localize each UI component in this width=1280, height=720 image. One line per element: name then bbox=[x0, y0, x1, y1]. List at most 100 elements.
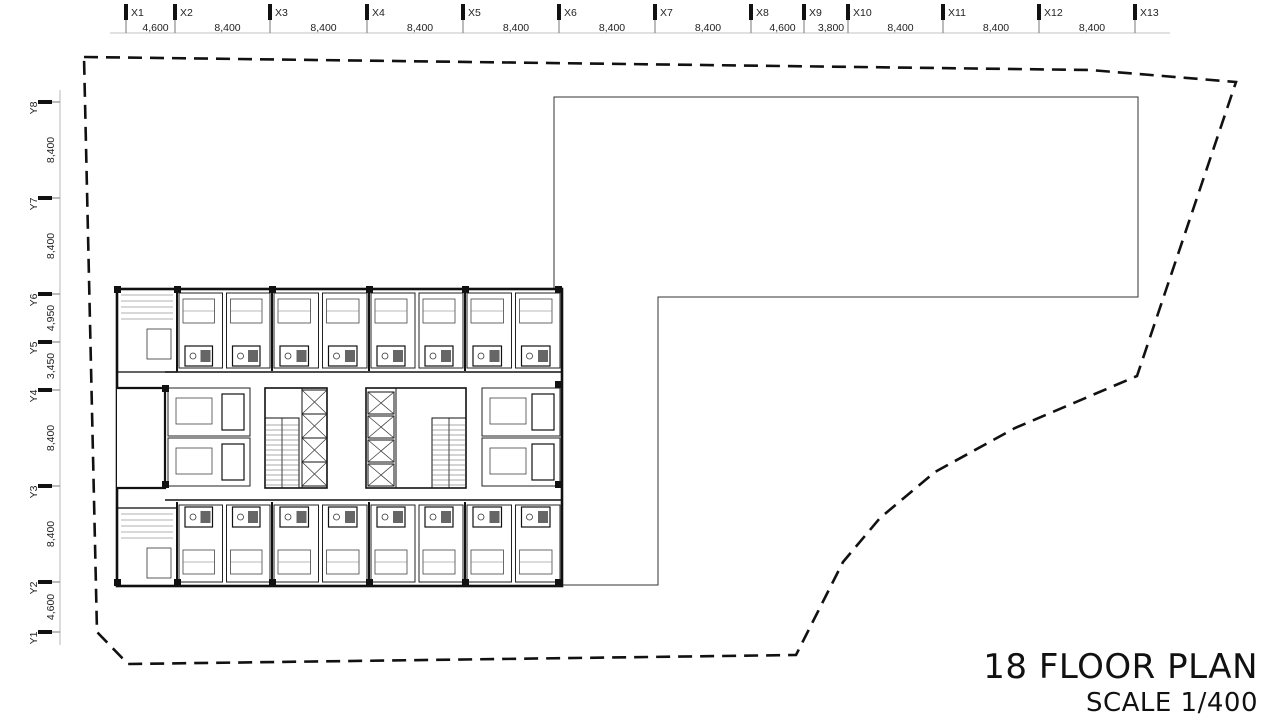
column bbox=[174, 579, 181, 586]
grid-y-label: Y3 bbox=[28, 485, 40, 498]
column bbox=[555, 381, 562, 388]
drawing-scale: SCALE 1/400 bbox=[1085, 688, 1258, 718]
guest-room bbox=[481, 387, 561, 437]
grid-x-marker bbox=[1037, 4, 1041, 20]
guest-room bbox=[370, 292, 416, 369]
column bbox=[174, 286, 181, 293]
grid-y-spacing: 3,450 bbox=[45, 353, 57, 379]
grid-x-label: X9 bbox=[809, 7, 822, 19]
column bbox=[162, 481, 169, 488]
grid-y-label: Y6 bbox=[28, 293, 40, 306]
column bbox=[162, 385, 169, 392]
drawing-title-block: 18 FLOOR PLAN SCALE 1/400 bbox=[983, 650, 1258, 716]
grid-x-label: X3 bbox=[275, 7, 288, 19]
column bbox=[555, 579, 562, 586]
grid-y-spacing: 8,400 bbox=[45, 233, 57, 259]
guest-room bbox=[226, 504, 271, 583]
elevator-shaft bbox=[367, 415, 395, 439]
grid-x-marker bbox=[365, 4, 369, 20]
guest-room bbox=[466, 292, 512, 369]
guest-room bbox=[226, 292, 271, 369]
grid-x-marker bbox=[173, 4, 177, 20]
column bbox=[555, 286, 562, 293]
guest-room bbox=[515, 292, 561, 369]
guest-room bbox=[273, 292, 319, 369]
site-boundary bbox=[82, 55, 1238, 666]
grid-y-marker bbox=[38, 580, 52, 584]
grid-y-marker bbox=[38, 388, 52, 392]
guest-room bbox=[370, 504, 416, 583]
elevator-shaft bbox=[301, 461, 328, 487]
grid-y-spacing: 4,600 bbox=[45, 594, 57, 620]
grid-x-spacing: 4,600 bbox=[142, 22, 168, 34]
grid-x-spacing: 8,400 bbox=[695, 22, 721, 34]
drawing-title: 18 FLOOR PLAN bbox=[983, 647, 1258, 687]
grid-y-marker bbox=[38, 630, 52, 634]
grid-x-spacing: 8,400 bbox=[887, 22, 913, 34]
grid-x-marker bbox=[124, 4, 128, 20]
grid-x-label: X10 bbox=[853, 7, 872, 19]
grid-x-marker bbox=[749, 4, 753, 20]
grid-y-marker bbox=[38, 340, 52, 344]
grid-x-label: X8 bbox=[756, 7, 769, 19]
column bbox=[114, 579, 121, 586]
podium-outline bbox=[553, 96, 1139, 586]
grid-x-spacing: 8,400 bbox=[407, 22, 433, 34]
grid-y-label: Y7 bbox=[28, 197, 40, 210]
guest-room bbox=[178, 292, 223, 369]
grid-y-marker bbox=[38, 292, 52, 296]
grid-x-label: X7 bbox=[660, 7, 673, 19]
grid-x-spacing: 8,400 bbox=[983, 22, 1009, 34]
grid-x-spacing: 3,800 bbox=[818, 22, 844, 34]
guest-room bbox=[481, 437, 561, 487]
column bbox=[462, 286, 469, 293]
grid-x-label: X6 bbox=[564, 7, 577, 19]
grid-x-spacing: 8,400 bbox=[310, 22, 336, 34]
grid-x-label: X13 bbox=[1140, 7, 1159, 19]
grid-y-marker bbox=[38, 484, 52, 488]
guest-room bbox=[322, 504, 368, 583]
column bbox=[462, 579, 469, 586]
elevator-shaft bbox=[367, 439, 395, 463]
column bbox=[555, 481, 562, 488]
grid-x-marker bbox=[941, 4, 945, 20]
grid-y-label: Y8 bbox=[28, 101, 40, 114]
column bbox=[269, 579, 276, 586]
grid-x-spacing: 8,400 bbox=[599, 22, 625, 34]
grid-y-label: Y1 bbox=[28, 631, 40, 644]
guest-room bbox=[273, 504, 319, 583]
guest-rooms bbox=[114, 286, 562, 586]
guest-room bbox=[515, 504, 561, 583]
grid-y-spacing: 4,950 bbox=[45, 305, 57, 331]
guest-room bbox=[322, 292, 368, 369]
elevator-shaft bbox=[301, 389, 328, 415]
grid-y-label: Y5 bbox=[28, 341, 40, 354]
column bbox=[269, 286, 276, 293]
guest-room bbox=[167, 387, 251, 437]
grid-y-spacing: 8,400 bbox=[45, 137, 57, 163]
guest-room bbox=[418, 504, 464, 583]
guest-room bbox=[167, 437, 251, 487]
grid-x-marker bbox=[802, 4, 806, 20]
grid-x-marker bbox=[268, 4, 272, 20]
grid-x-label: X5 bbox=[468, 7, 481, 19]
grid-x-spacing: 8,400 bbox=[214, 22, 240, 34]
grid-x-marker bbox=[846, 4, 850, 20]
grid-x-label: X12 bbox=[1044, 7, 1063, 19]
grid-y-spacing: 8,400 bbox=[45, 425, 57, 451]
grid-x-label: X4 bbox=[372, 7, 385, 19]
grid-x-label: X1 bbox=[131, 7, 144, 19]
grid-x-marker bbox=[461, 4, 465, 20]
column bbox=[366, 286, 373, 293]
service-room bbox=[121, 294, 173, 360]
grid-y-marker bbox=[38, 100, 52, 104]
grid-y-marker bbox=[38, 196, 52, 200]
guest-room bbox=[178, 504, 223, 583]
grid-x-label: X11 bbox=[948, 7, 966, 19]
grid-y-label: Y2 bbox=[28, 581, 40, 594]
grid-x-spacing: 4,600 bbox=[769, 22, 795, 34]
service-room bbox=[121, 513, 173, 579]
grid-y-spacing: 8,400 bbox=[45, 521, 57, 547]
grid-y-label: Y4 bbox=[28, 389, 40, 402]
